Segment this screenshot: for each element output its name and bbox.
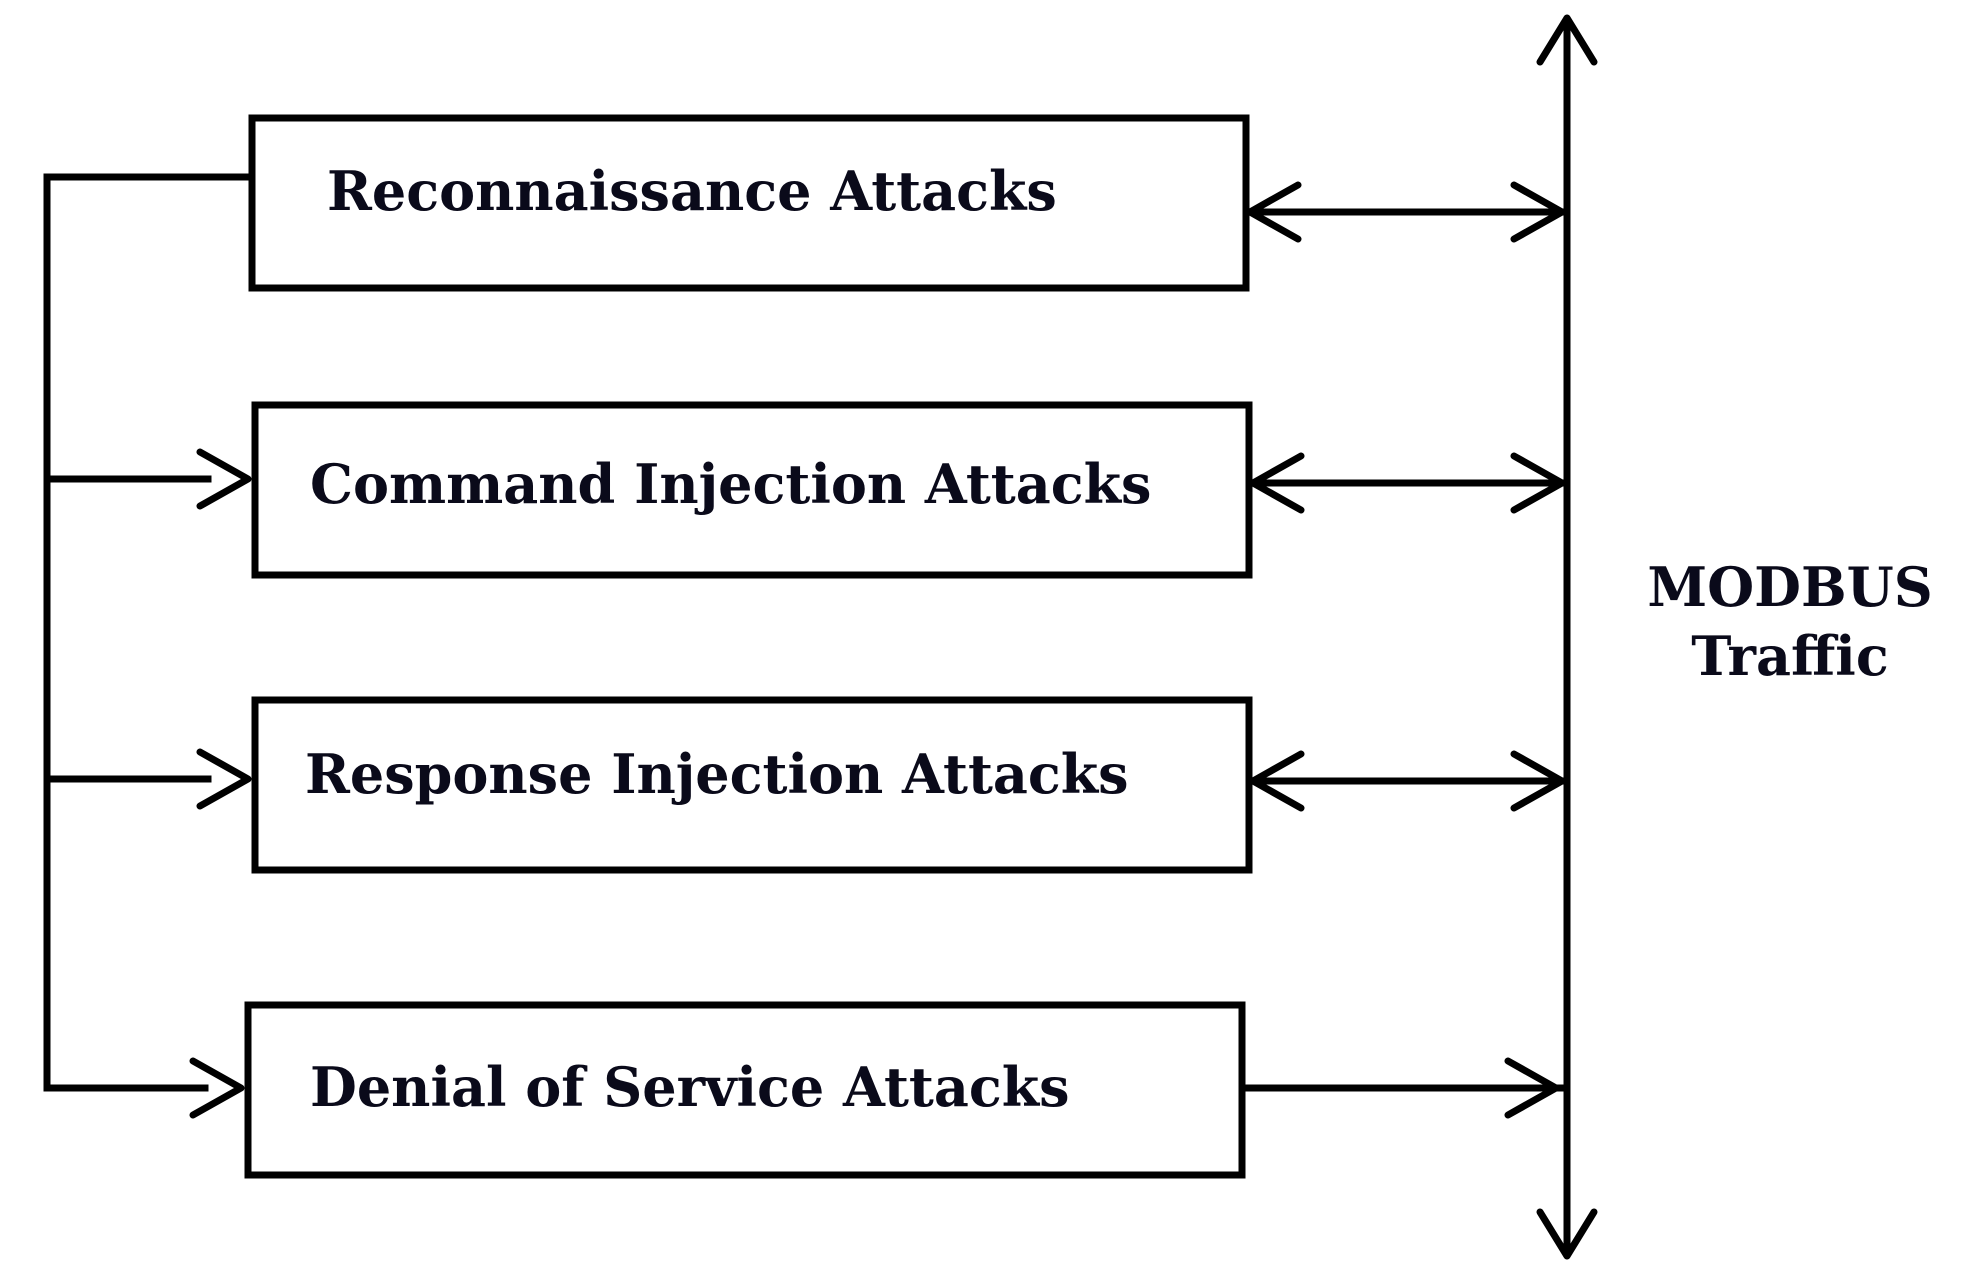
arrowhead-into-response [196, 748, 252, 810]
bus-label-line2: Traffic [1691, 624, 1888, 688]
arrowhead-recon-to-bus [1510, 181, 1566, 243]
box-command-injection [251, 401, 1253, 579]
arrowhead-into-dos [189, 1057, 245, 1119]
arrowhead-bus-to-command [1249, 452, 1305, 514]
left-feeder-line [43, 173, 254, 1092]
box-label-denial-of-service: Denial of Service Attacks [310, 1055, 1070, 1119]
arrowhead-response-to-bus [1510, 750, 1566, 812]
arrowhead-command-to-bus [1510, 452, 1566, 514]
bus-arrowhead-bottom [1536, 1208, 1598, 1260]
arrowhead-bus-to-recon [1246, 181, 1302, 243]
bus-label-line1: MODBUS [1647, 555, 1932, 619]
bus-arrowhead-top [1536, 14, 1598, 66]
arrowhead-into-command [196, 448, 252, 510]
box-label-command-injection: Command Injection Attacks [310, 452, 1151, 516]
box-response-injection [251, 696, 1253, 874]
box-label-reconnaissance: Reconnaissance Attacks [327, 159, 1057, 223]
box-denial-of-service [244, 1001, 1246, 1179]
box-reconnaissance [248, 114, 1250, 292]
box-label-response-injection: Response Injection Attacks [305, 742, 1129, 806]
arrowhead-bus-to-response [1249, 750, 1305, 812]
arrowhead-dos-to-bus [1504, 1057, 1560, 1119]
